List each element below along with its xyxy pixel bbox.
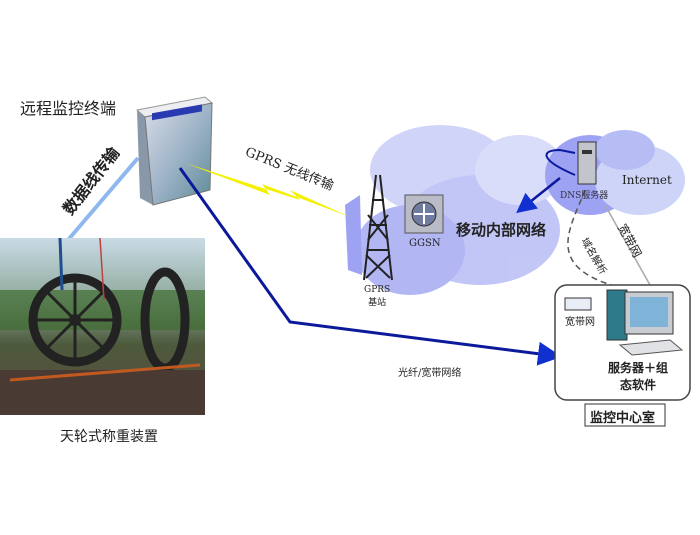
fiber-label: 光纤/宽带网络: [398, 368, 462, 379]
computer-workstation: [564, 289, 684, 356]
data-line-connector: [66, 156, 140, 242]
dns-server: [577, 141, 597, 185]
mobile-network-cloud: [345, 125, 685, 295]
gprs-base-station-tower: [363, 174, 393, 281]
fiber-connection-line: [178, 167, 549, 357]
center-title: 监控中心室: [590, 411, 656, 426]
dns-resolve-path: [567, 189, 631, 291]
center-title-box: [584, 403, 666, 427]
mobile-network-label: 移动内部网络: [456, 221, 547, 239]
gprs-wireless-bolt: [185, 163, 350, 217]
remote-terminal-cabinet: [135, 96, 214, 206]
broadband-link: [604, 204, 651, 286]
terminal-label: 远程监控终端: [20, 99, 117, 118]
device-label: 天轮式称重装置: [60, 429, 158, 445]
ggsn-router: [404, 194, 444, 234]
center-broadband-label: 宽带网: [565, 317, 595, 328]
sheave-weighing-device-photo: [0, 237, 205, 415]
server-label: 服务器＋组态软件: [608, 361, 669, 392]
dns-label: DNS服务器: [560, 191, 609, 201]
ggsn-label: GGSN: [409, 238, 441, 249]
internet-label: Internet: [622, 173, 672, 187]
